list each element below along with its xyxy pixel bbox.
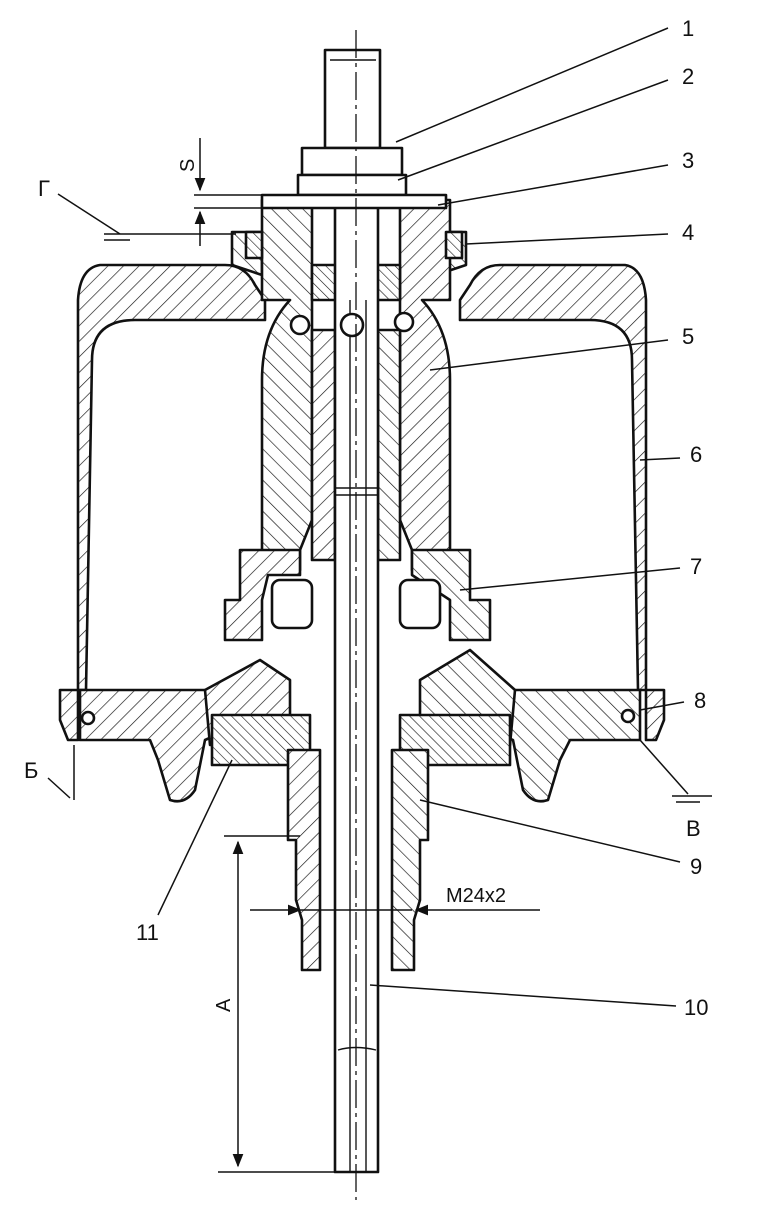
callout-label-6: 6: [690, 442, 702, 467]
callout-9: 9: [419, 799, 702, 879]
surface-b: Б: [24, 745, 75, 800]
callout-5: 5: [429, 324, 694, 371]
callout-label-5: 5: [682, 324, 694, 349]
callout-8: 8: [639, 688, 706, 713]
callout-11: 11: [136, 759, 233, 945]
collar-part-7: [223, 548, 492, 642]
callout-label-3: 3: [682, 148, 694, 173]
callout-label-1: 1: [682, 16, 694, 41]
callout-10: 10: [369, 984, 708, 1020]
callout-4: 4: [465, 220, 694, 245]
washer-part-3: [260, 193, 448, 210]
dimension-thread-label: M24x2: [446, 885, 506, 907]
surface-v-label: В: [686, 816, 701, 841]
callout-6: 6: [639, 442, 702, 467]
stud-part-1: [323, 48, 382, 150]
surface-g-label: Г: [38, 176, 50, 201]
callout-label-2: 2: [682, 64, 694, 89]
ball-valve: [289, 311, 415, 338]
surface-b-label: Б: [24, 758, 38, 783]
callout-3: 3: [437, 148, 694, 206]
dimension-s-label: S: [177, 159, 199, 172]
seal-part-4: [244, 230, 464, 260]
nipple-part-9: [286, 748, 430, 972]
callout-label-8: 8: [694, 688, 706, 713]
callout-7: 7: [459, 554, 702, 591]
callout-label-11: 11: [136, 920, 159, 945]
dimension-a-label: A: [213, 998, 235, 1012]
nut-part-2: [296, 146, 408, 197]
dimension-thread: M24x2: [250, 885, 540, 916]
dimension-a: A: [213, 835, 338, 1173]
callout-label-4: 4: [682, 220, 694, 245]
callout-2: 2: [397, 64, 694, 181]
callout-label-9: 9: [690, 854, 702, 879]
dimension-s: S: [177, 138, 300, 246]
surface-g: Г: [38, 176, 236, 241]
callout-label-10: 10: [684, 995, 708, 1020]
callout-1: 1: [395, 16, 694, 143]
surface-v: В: [639, 739, 712, 841]
callout-label-7: 7: [690, 554, 702, 579]
